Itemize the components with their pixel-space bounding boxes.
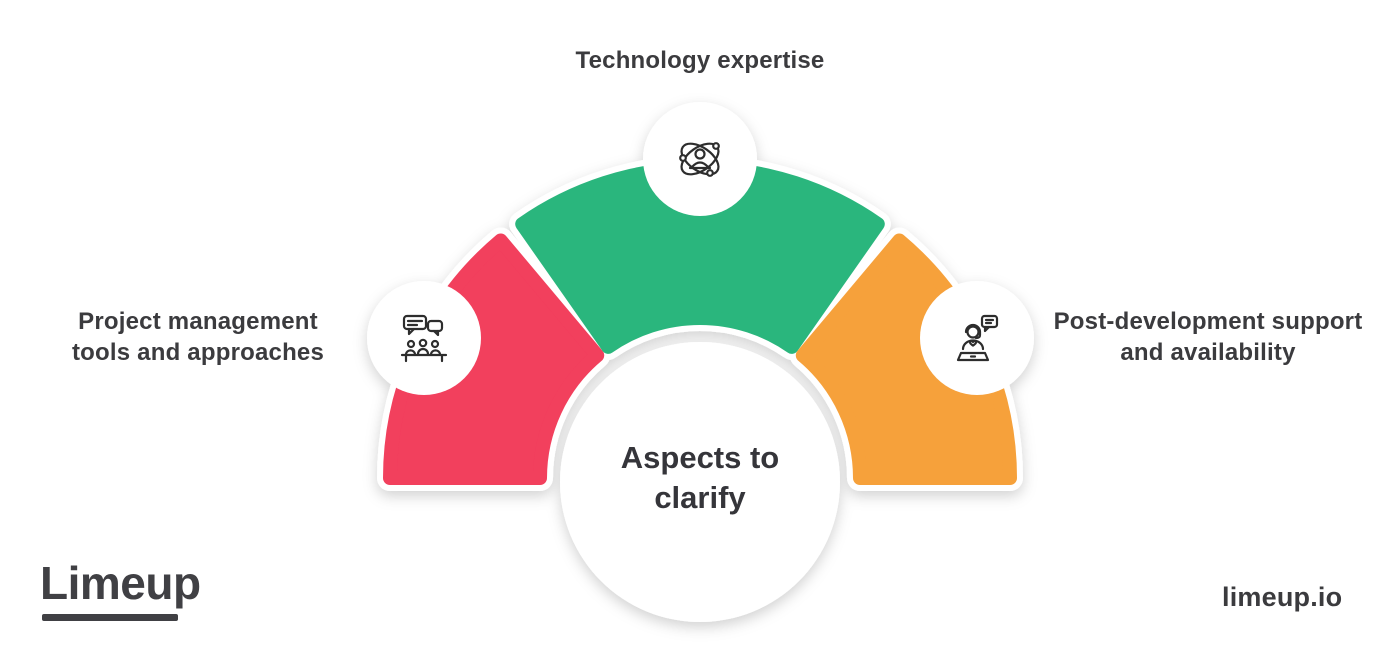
support-agent-icon	[956, 314, 999, 362]
website-url: limeup.io	[1222, 582, 1343, 612]
center-circle	[560, 342, 840, 622]
label-technology-expertise: Technology expertise	[576, 45, 825, 76]
technology-atom-icon	[679, 142, 720, 177]
icon-circle-left	[367, 281, 481, 395]
center-title-line: clarify	[654, 480, 746, 515]
label-line: Project management	[78, 308, 318, 335]
label-post-development-support: Post-development support and availabilit…	[1054, 306, 1363, 368]
brand-logo: Limeup	[40, 557, 201, 609]
center-title-line: Aspects to	[620, 440, 780, 475]
label-line: tools and approaches	[71, 339, 325, 366]
wedge-technology-expertise	[515, 161, 885, 354]
label-line: Technology expertise	[575, 47, 825, 74]
label-project-management: Project management tools and approaches	[72, 306, 324, 368]
wedge-post-development-support	[795, 233, 1017, 485]
label-line: Post-development support	[1053, 308, 1363, 335]
center-title: Aspects to clarify	[621, 438, 779, 518]
team-discussion-icon	[400, 314, 448, 363]
brand-logo-underline	[42, 614, 178, 621]
wedge-project-management	[383, 233, 605, 485]
label-line: and availability	[1120, 339, 1296, 366]
